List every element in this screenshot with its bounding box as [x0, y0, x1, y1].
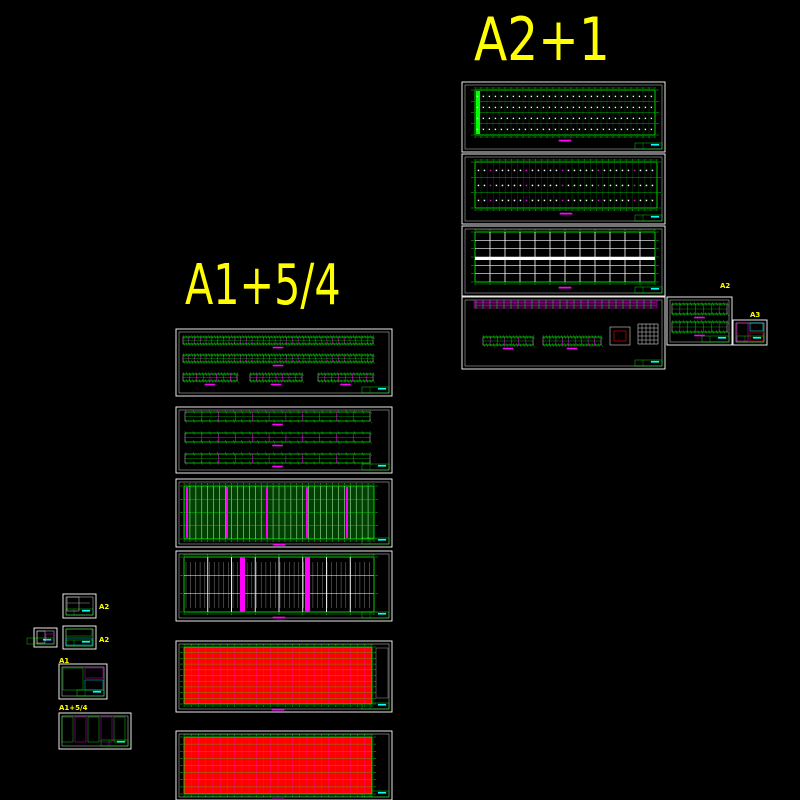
a1-sheet-3	[175, 478, 393, 548]
a1-sheet-2-title-block	[361, 463, 390, 471]
a2-side-label: A2	[720, 282, 731, 290]
a1-small-label: A1	[59, 657, 70, 665]
a3-side-sheet	[732, 319, 768, 346]
a1-sheet-2	[175, 406, 393, 474]
a2-sheet-2-frame	[461, 153, 666, 225]
small-sheet-a2-2	[62, 625, 97, 650]
a1-plus-5-4-label: A1+5/4	[185, 253, 341, 318]
small-sheet-a1-5-4-title-block	[100, 739, 129, 747]
a2-sheet-2	[461, 153, 666, 225]
a2-sheet-4-title-block	[634, 359, 663, 367]
small-sheet-a2-1	[62, 593, 97, 619]
a1-sheet-1-title-block	[361, 386, 390, 394]
a2-sheet-3	[461, 225, 666, 297]
a1-sheet-2-frame	[175, 406, 393, 474]
a1-sheet-1-frame	[175, 328, 393, 397]
a2-sheet-1-frame	[461, 81, 666, 153]
a1-sheet-6	[175, 730, 393, 800]
small-sheet-a2-1-frame	[62, 593, 97, 619]
a2-sheet-4-frame	[461, 296, 666, 370]
a1-sheet-5-frame	[175, 640, 393, 713]
a2-sheet-2-title-block	[634, 214, 663, 222]
a1-sheet-4-frame	[175, 550, 393, 622]
a1-sheet-1	[175, 328, 393, 397]
a2-plus-1-label: A2+1	[474, 5, 610, 75]
small-sheet-a1-5-4-frame	[58, 712, 132, 750]
a2-sheet-1-title-block	[634, 142, 663, 150]
small-sheet-a2-2-frame	[62, 625, 97, 650]
small-sheet-a1-5-4	[58, 712, 132, 750]
detail-box-1	[609, 326, 631, 346]
a2-side-sheet-title-block	[701, 335, 730, 343]
a2-sheet-4	[461, 296, 666, 370]
small-sheet-left-title-block	[26, 637, 55, 645]
a1-small-label-2: A1+5/4	[59, 704, 88, 712]
a1-sheet-3-frame	[175, 478, 393, 548]
a2-small-label-2: A2	[99, 636, 110, 644]
a2-side-sheet-frame	[666, 296, 733, 346]
a3-side-sheet-frame	[732, 319, 768, 346]
a3-side-label: A3	[750, 311, 761, 319]
legend-block	[375, 647, 389, 699]
a2-small-label-1: A2	[99, 603, 110, 611]
small-sheet-a1-frame	[58, 663, 108, 700]
a2-sheet-1	[461, 81, 666, 153]
small-sheet-a1	[58, 663, 108, 700]
small-sheet-a2-1-title-block	[65, 608, 94, 616]
small-sheet-left-frame	[33, 627, 58, 648]
small-sheet-left	[26, 627, 58, 648]
a2-sheet-3-title-block	[634, 286, 663, 294]
a2-side-sheet	[666, 296, 733, 346]
a1-sheet-4	[175, 550, 393, 622]
a1-sheet-5	[175, 640, 393, 713]
detail-box-2	[637, 323, 659, 345]
a2-sheet-3-frame	[461, 225, 666, 297]
a1-sheet-6-frame	[175, 730, 393, 800]
